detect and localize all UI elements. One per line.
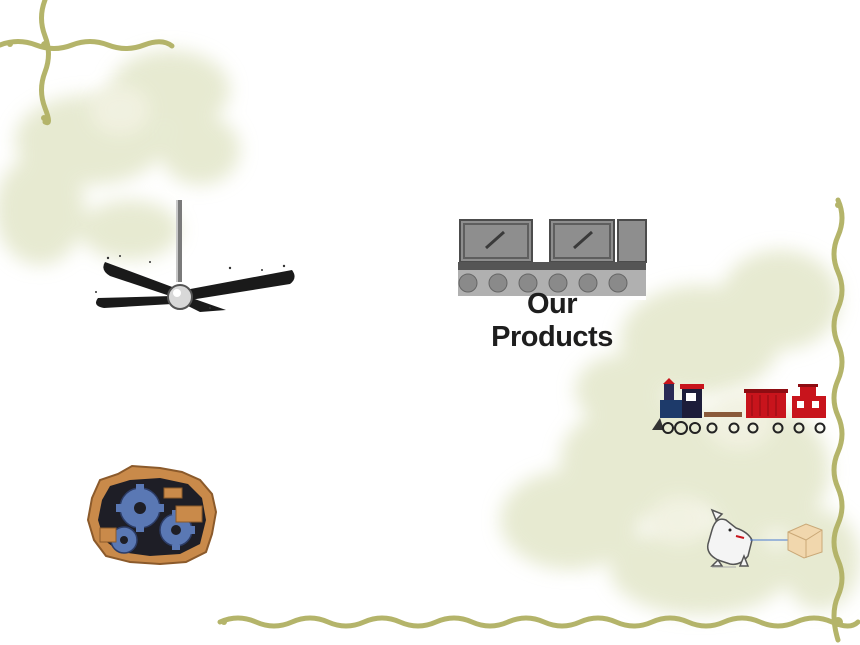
our-products-line2: Products: [491, 321, 613, 353]
our-products-line1: Our: [526, 288, 578, 320]
our-products-caption: Our Products: [458, 288, 646, 354]
